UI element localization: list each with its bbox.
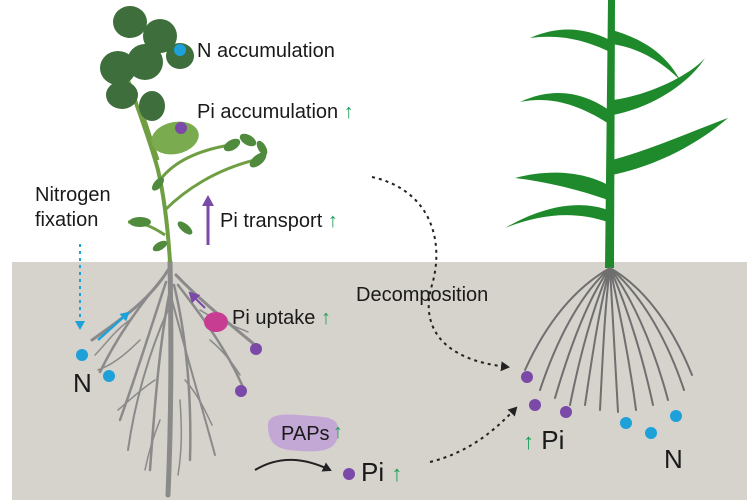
paps-label: PAPs bbox=[281, 423, 330, 445]
pi-accumulation-label: Pi accumulation ↑ bbox=[197, 101, 354, 123]
n-dot bbox=[620, 417, 632, 429]
pi-soil-label: Pi ↑ bbox=[361, 457, 403, 487]
nitrogen-fixation-label: Nitrogen fixation bbox=[35, 184, 111, 231]
maize-root-system bbox=[524, 267, 693, 413]
up-arrow-icon: ↑ bbox=[343, 101, 354, 123]
pi-accumulation-dot bbox=[175, 122, 187, 134]
pi-dot bbox=[343, 468, 355, 480]
up-arrow-icon: ↑ bbox=[333, 421, 343, 443]
legume-shoot bbox=[100, 6, 268, 263]
n-dot bbox=[76, 349, 88, 361]
up-arrow-icon: ↑ bbox=[391, 461, 403, 486]
n-dot bbox=[670, 410, 682, 422]
n-dot bbox=[645, 427, 657, 439]
decomposition-arrow bbox=[371, 176, 510, 372]
leaf-icon bbox=[139, 91, 165, 121]
pi-to-maize-arrow bbox=[429, 406, 518, 463]
n-accumulation-dot bbox=[174, 44, 186, 56]
legume-root-system bbox=[90, 259, 257, 498]
paps-release-arrow bbox=[254, 458, 332, 472]
up-arrow-icon: ↑ bbox=[327, 210, 338, 232]
up-arrow-icon: ↑ bbox=[320, 307, 331, 329]
maize-plant bbox=[505, 0, 728, 268]
leaf-icon bbox=[100, 51, 136, 85]
n-maize-label: N bbox=[664, 444, 683, 474]
pi-dot bbox=[521, 371, 533, 383]
pi-maize-label: ↑ Pi bbox=[523, 425, 565, 455]
pi-uptake-transporter bbox=[204, 312, 228, 332]
paps-blob bbox=[268, 414, 339, 452]
leaf-icon bbox=[151, 121, 199, 155]
up-arrow-icon: ↑ bbox=[523, 429, 534, 454]
leaf-icon bbox=[113, 6, 147, 38]
pi-dot bbox=[235, 385, 247, 397]
pi-uptake-label: Pi uptake ↑ bbox=[232, 307, 331, 329]
leaf-icon bbox=[106, 81, 138, 109]
n-dot bbox=[103, 370, 115, 382]
leaf-icon bbox=[127, 44, 163, 80]
n-accumulation-label: N accumulation bbox=[197, 40, 335, 62]
pi-dot bbox=[529, 399, 541, 411]
n-legume-label: N bbox=[73, 368, 92, 398]
n-transport-arrow bbox=[97, 311, 130, 341]
leaf-icon bbox=[143, 19, 177, 53]
pi-transport-label: Pi transport ↑ bbox=[220, 210, 338, 232]
pi-dot bbox=[250, 343, 262, 355]
decomposition-label: Decomposition bbox=[356, 284, 489, 306]
pi-dot bbox=[560, 406, 572, 418]
